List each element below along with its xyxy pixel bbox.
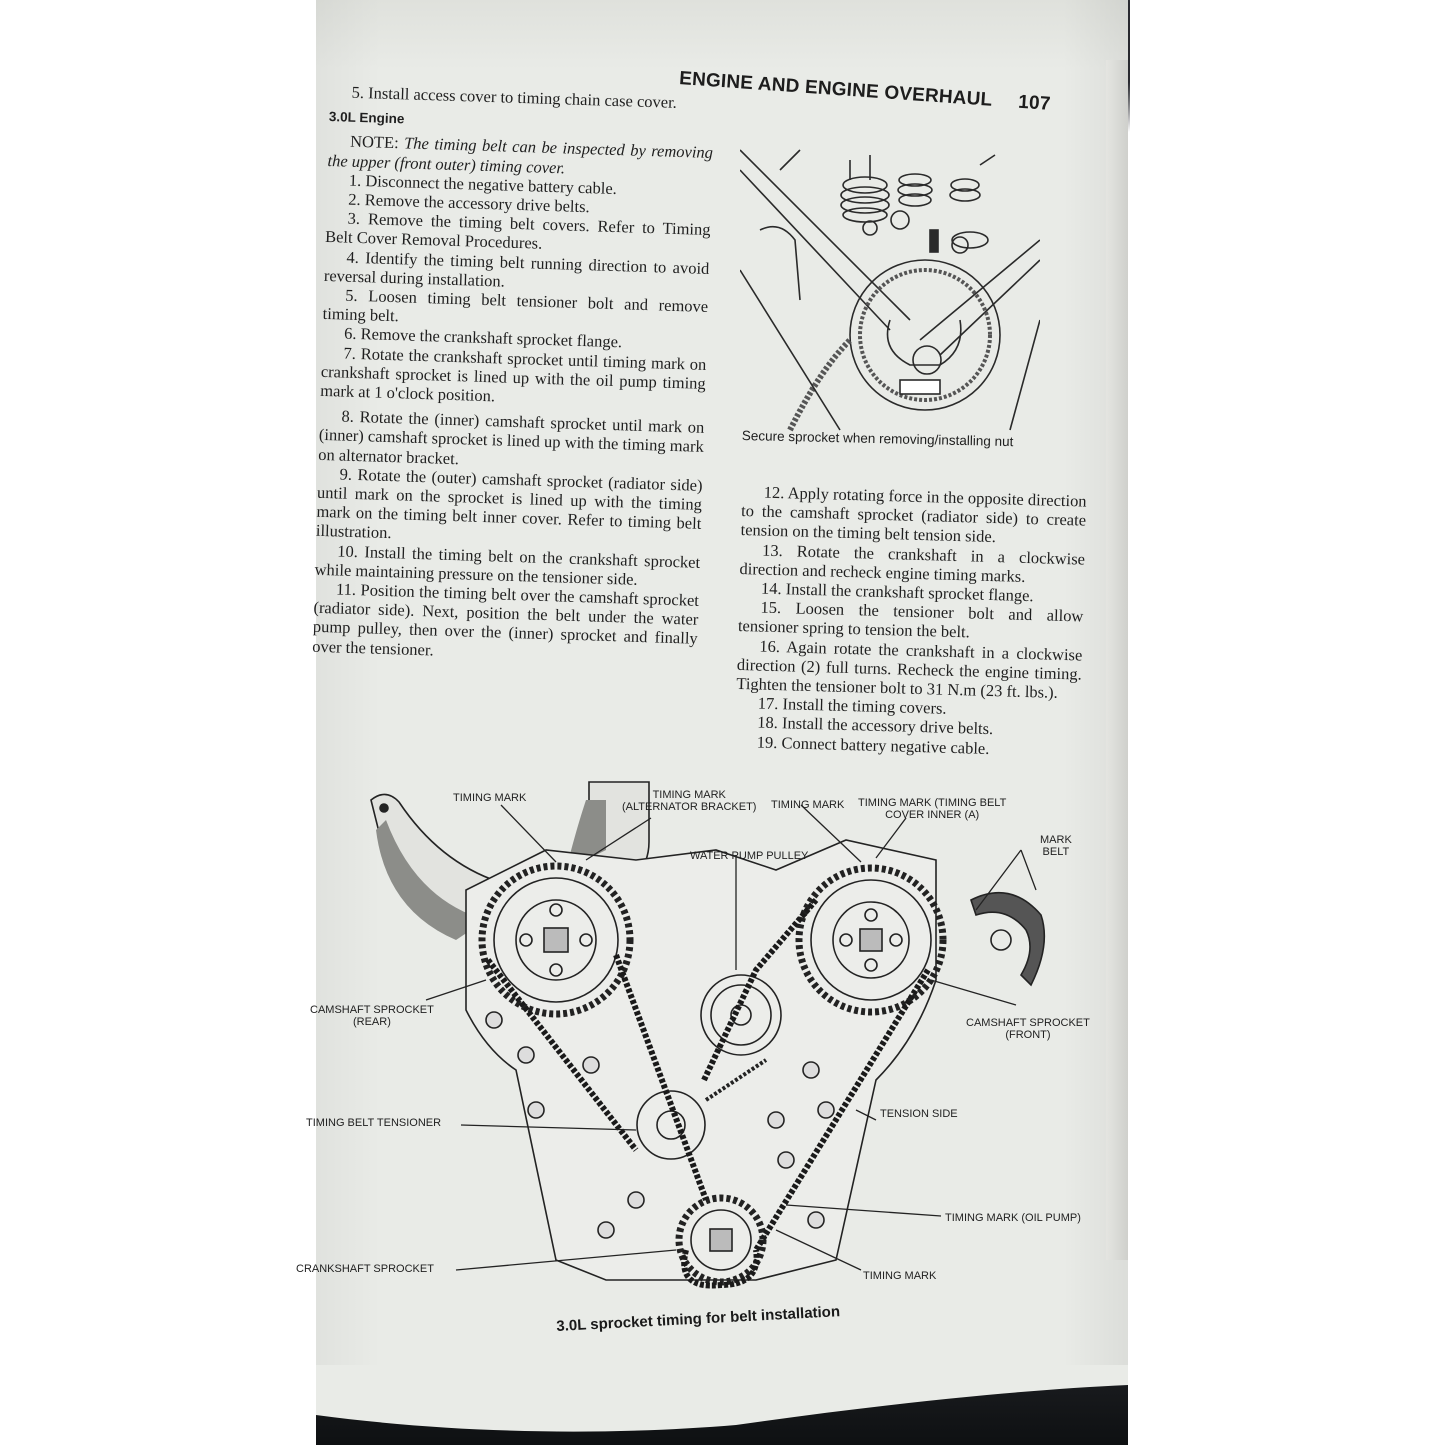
note-label: NOTE: — [349, 132, 399, 153]
engine-block — [465, 839, 937, 1281]
water-pump-pulley — [700, 974, 782, 1056]
label-line: BELT — [1042, 846, 1070, 858]
label-timing-mark-alternator: TIMING MARK (ALTERNATOR BRACKET) — [622, 789, 756, 813]
step: 7. Rotate the crankshaft sprocket until … — [320, 343, 707, 406]
label-line: (REAR) — [352, 1016, 391, 1028]
cam-sprocket — [849, 259, 1001, 411]
label-line: MARK — [1040, 834, 1072, 846]
valve-springs — [840, 154, 996, 254]
label-timing-belt-tensioner: TIMING BELT TENSIONER — [306, 1117, 442, 1129]
label-timing-mark-oil-pump: TIMING MARK (OIL PUMP) — [945, 1212, 1081, 1224]
label-mark-belt: MARK BELT — [1040, 834, 1072, 858]
sprocket-holding-illustration — [740, 149, 1040, 432]
step: 11. Position the timing belt over the ca… — [311, 579, 700, 660]
belt-mark-detail — [970, 892, 1046, 987]
label-line: COVER INNER (A) — [885, 809, 980, 821]
step: 12. Apply rotating force in the opposite… — [740, 482, 1087, 547]
page-top-fold — [316, 0, 1128, 70]
camshaft-sprocket-rear — [478, 862, 634, 1018]
label-timing-mark-belt-cover: TIMING MARK (TIMING BELT COVER INNER (A) — [858, 797, 1006, 821]
page-edge — [1106, 60, 1128, 1260]
leader-lines — [425, 804, 1037, 1271]
camshaft-sprocket-front — [795, 864, 947, 1016]
label-timing-mark-right: TIMING MARK — [771, 799, 845, 811]
label-line: TIMING MARK (TIMING BELT — [858, 797, 1007, 809]
step: 9. Rotate the (outer) camshaft sprocket … — [315, 464, 703, 543]
label-line: (ALTERNATOR BRACKET) — [622, 801, 757, 813]
timing-belt — [485, 898, 931, 1289]
page-number: 107 — [1017, 91, 1052, 115]
label-crankshaft-sprocket: CRANKSHAFT SPROCKET — [296, 1263, 434, 1275]
holding-tool — [886, 319, 962, 366]
timing-belt-diagram — [370, 781, 1046, 1289]
label-tension-side: TENSION SIDE — [880, 1108, 958, 1120]
right-column: 12. Apply rotating force in the opposite… — [734, 482, 1087, 760]
label-line: CAMSHAFT SPROCKET — [966, 1017, 1090, 1029]
bolts — [485, 1011, 835, 1239]
step: 16. Again rotate the crankshaft in a clo… — [736, 636, 1083, 702]
label-line: CAMSHAFT SPROCKET — [310, 1004, 434, 1016]
label-timing-mark-bottom: TIMING MARK — [863, 1270, 937, 1282]
label-camshaft-sprocket-front: CAMSHAFT SPROCKET (FRONT) — [966, 1017, 1090, 1041]
manual-page — [316, 0, 1128, 1445]
label-camshaft-sprocket-rear: CAMSHAFT SPROCKET (REAR) — [310, 1004, 434, 1028]
left-column: 5. Install access cover to timing chain … — [312, 82, 715, 668]
label-water-pump-pulley: WATER PUMP PULLEY — [690, 850, 809, 862]
label-line: TIMING MARK — [652, 789, 726, 801]
label-line: (FRONT) — [1005, 1029, 1051, 1041]
label-timing-mark-left: TIMING MARK — [453, 792, 527, 804]
